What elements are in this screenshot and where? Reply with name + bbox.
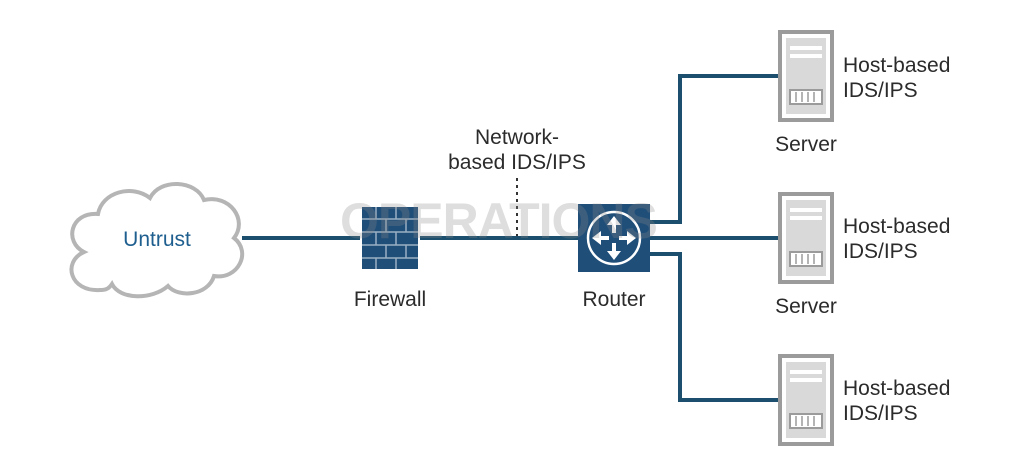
links — [242, 74, 780, 402]
link-router-server-top — [650, 74, 780, 224]
server-icon-top — [778, 30, 834, 122]
server-icon-bottom — [778, 354, 834, 446]
host-ids-label-middle: Host-based IDS/IPS — [843, 214, 950, 264]
host-ids-line2: IDS/IPS — [843, 79, 918, 102]
firewall-label: Firewall — [353, 288, 427, 311]
network-ids-label-line1: Network- — [474, 126, 559, 149]
firewall-icon — [362, 207, 418, 269]
host-ids-line2: IDS/IPS — [843, 240, 918, 263]
server-icon-middle — [778, 192, 834, 284]
host-ids-label-top: Host-based IDS/IPS — [843, 53, 950, 103]
host-ids-line1: Host-based — [843, 54, 951, 77]
watermark: OPERATIONS — [340, 193, 658, 249]
host-ids-label-bottom: Host-based IDS/IPS — [843, 376, 950, 426]
server-label-middle: Server — [775, 295, 837, 318]
network-ids-label: Network- based IDS/IPS — [448, 125, 586, 175]
host-ids-line1: Host-based — [843, 215, 951, 238]
link-router-server-bottom — [650, 252, 780, 402]
host-ids-line1: Host-based — [843, 377, 951, 400]
router-icon — [578, 204, 650, 272]
network-ids-label-line2: based IDS/IPS — [448, 151, 586, 174]
untrust-label: Untrust — [123, 228, 191, 251]
server-label-top: Server — [775, 133, 837, 156]
cloud-shape — [69, 182, 245, 299]
untrust-cloud — [69, 182, 245, 299]
router-label: Router — [582, 288, 646, 311]
host-ids-line2: IDS/IPS — [843, 402, 918, 425]
